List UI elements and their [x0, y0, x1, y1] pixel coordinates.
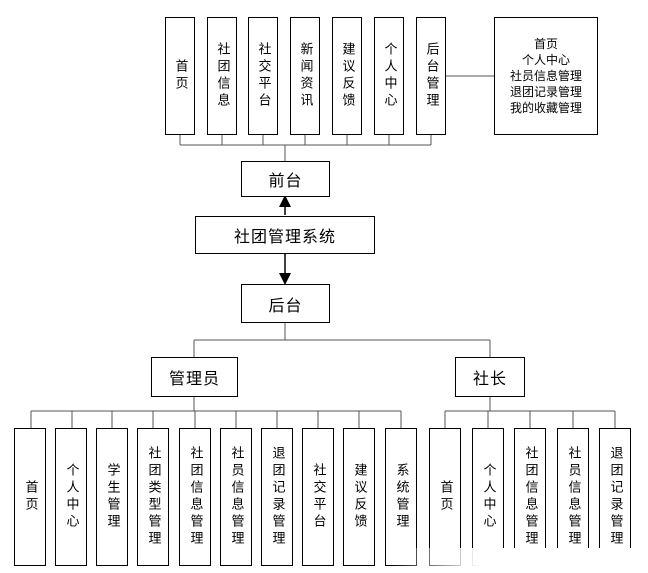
admin-module-label: 系统管理 — [393, 463, 409, 531]
president-label: 社长 — [472, 369, 507, 388]
admin-module-club-info-management: 社团信息管理 — [179, 428, 211, 566]
frontend-module-label: 建议反馈 — [339, 42, 355, 110]
president-module-home: 首页 — [429, 428, 461, 566]
frontend-module-personal-center: 个人中心 — [374, 17, 404, 135]
bottom-fade-overlay — [390, 548, 648, 573]
president-module-label: 社员信息管理 — [565, 446, 581, 548]
admin-node: 管理员 — [151, 357, 238, 397]
frontend-module-feedback: 建议反馈 — [332, 17, 362, 135]
admin-module-club-type-management: 社团类型管理 — [137, 428, 169, 566]
backend-list-item: 个人中心 — [521, 53, 570, 67]
admin-module-label: 首页 — [22, 480, 38, 514]
frontend-module-backend-management: 后台管理 — [416, 17, 446, 135]
admin-module-home: 首页 — [14, 428, 46, 566]
admin-module-label: 个人中心 — [63, 463, 79, 531]
backend-list-item: 社员信息管理 — [509, 69, 582, 83]
frontend-label: 前台 — [268, 171, 303, 190]
admin-module-social: 社交平台 — [302, 428, 334, 566]
admin-module-label: 社团类型管理 — [145, 446, 161, 548]
frontend-module-club-info: 社团信息 — [207, 17, 237, 135]
admin-modules-connector — [30, 397, 402, 428]
frontend-module-label: 社团信息 — [214, 42, 230, 110]
admin-module-withdrawal-record-management: 退团记录管理 — [261, 428, 293, 566]
frontend-module-label: 首页 — [172, 59, 188, 93]
frontend-node: 前台 — [241, 161, 330, 197]
admin-module-label: 社团信息管理 — [187, 446, 203, 548]
president-module-label: 首页 — [437, 480, 453, 514]
admin-module-label: 退团记录管理 — [269, 446, 285, 548]
frontend-module-home: 首页 — [165, 17, 195, 135]
admin-module-label: 建议反馈 — [351, 463, 367, 531]
president-module-member-info-management: 社员信息管理 — [557, 428, 589, 566]
admin-module-system-management: 系统管理 — [385, 428, 417, 566]
president-module-label: 个人中心 — [480, 463, 496, 531]
frontend-module-label: 后台管理 — [423, 42, 439, 110]
president-module-club-info-management: 社团信息管理 — [514, 428, 546, 566]
frontend-module-label: 个人中心 — [381, 42, 397, 110]
admin-module-feedback: 建议反馈 — [343, 428, 375, 566]
president-node: 社长 — [455, 357, 525, 397]
admin-module-member-info-management: 社员信息管理 — [220, 428, 252, 566]
backend-management-list: 首页 个人中心 社员信息管理 退团记录管理 我的收藏管理 — [494, 17, 598, 135]
backend-role-connector — [193, 323, 491, 357]
admin-module-personal-center: 个人中心 — [55, 428, 87, 566]
admin-label: 管理员 — [168, 369, 220, 388]
frontend-module-social: 社交平台 — [248, 17, 278, 135]
frontend-module-label: 新闻资讯 — [297, 42, 313, 110]
president-module-label: 社团信息管理 — [522, 446, 538, 548]
root-node: 社团管理系统 — [195, 216, 375, 254]
admin-module-student-management: 学生管理 — [96, 428, 128, 566]
frontend-module-label: 社交平台 — [255, 42, 271, 110]
backend-list-item: 我的收藏管理 — [509, 101, 582, 115]
admin-module-label: 社员信息管理 — [228, 446, 244, 548]
backend-list-item: 首页 — [533, 37, 558, 51]
backend-label: 后台 — [268, 295, 303, 315]
president-module-label: 退团记录管理 — [607, 446, 623, 548]
backend-node: 后台 — [241, 284, 330, 323]
admin-module-label: 社交平台 — [310, 463, 326, 531]
root-label: 社团管理系统 — [233, 227, 336, 246]
frontend-modules-connector — [179, 75, 494, 161]
president-modules-connector — [444, 397, 616, 428]
frontend-module-news: 新闻资讯 — [290, 17, 320, 135]
backend-list-item: 退团记录管理 — [509, 85, 582, 99]
president-module-withdrawal-record-management: 退团记录管理 — [599, 428, 631, 566]
president-module-personal-center: 个人中心 — [472, 428, 504, 566]
admin-module-label: 学生管理 — [104, 463, 120, 531]
